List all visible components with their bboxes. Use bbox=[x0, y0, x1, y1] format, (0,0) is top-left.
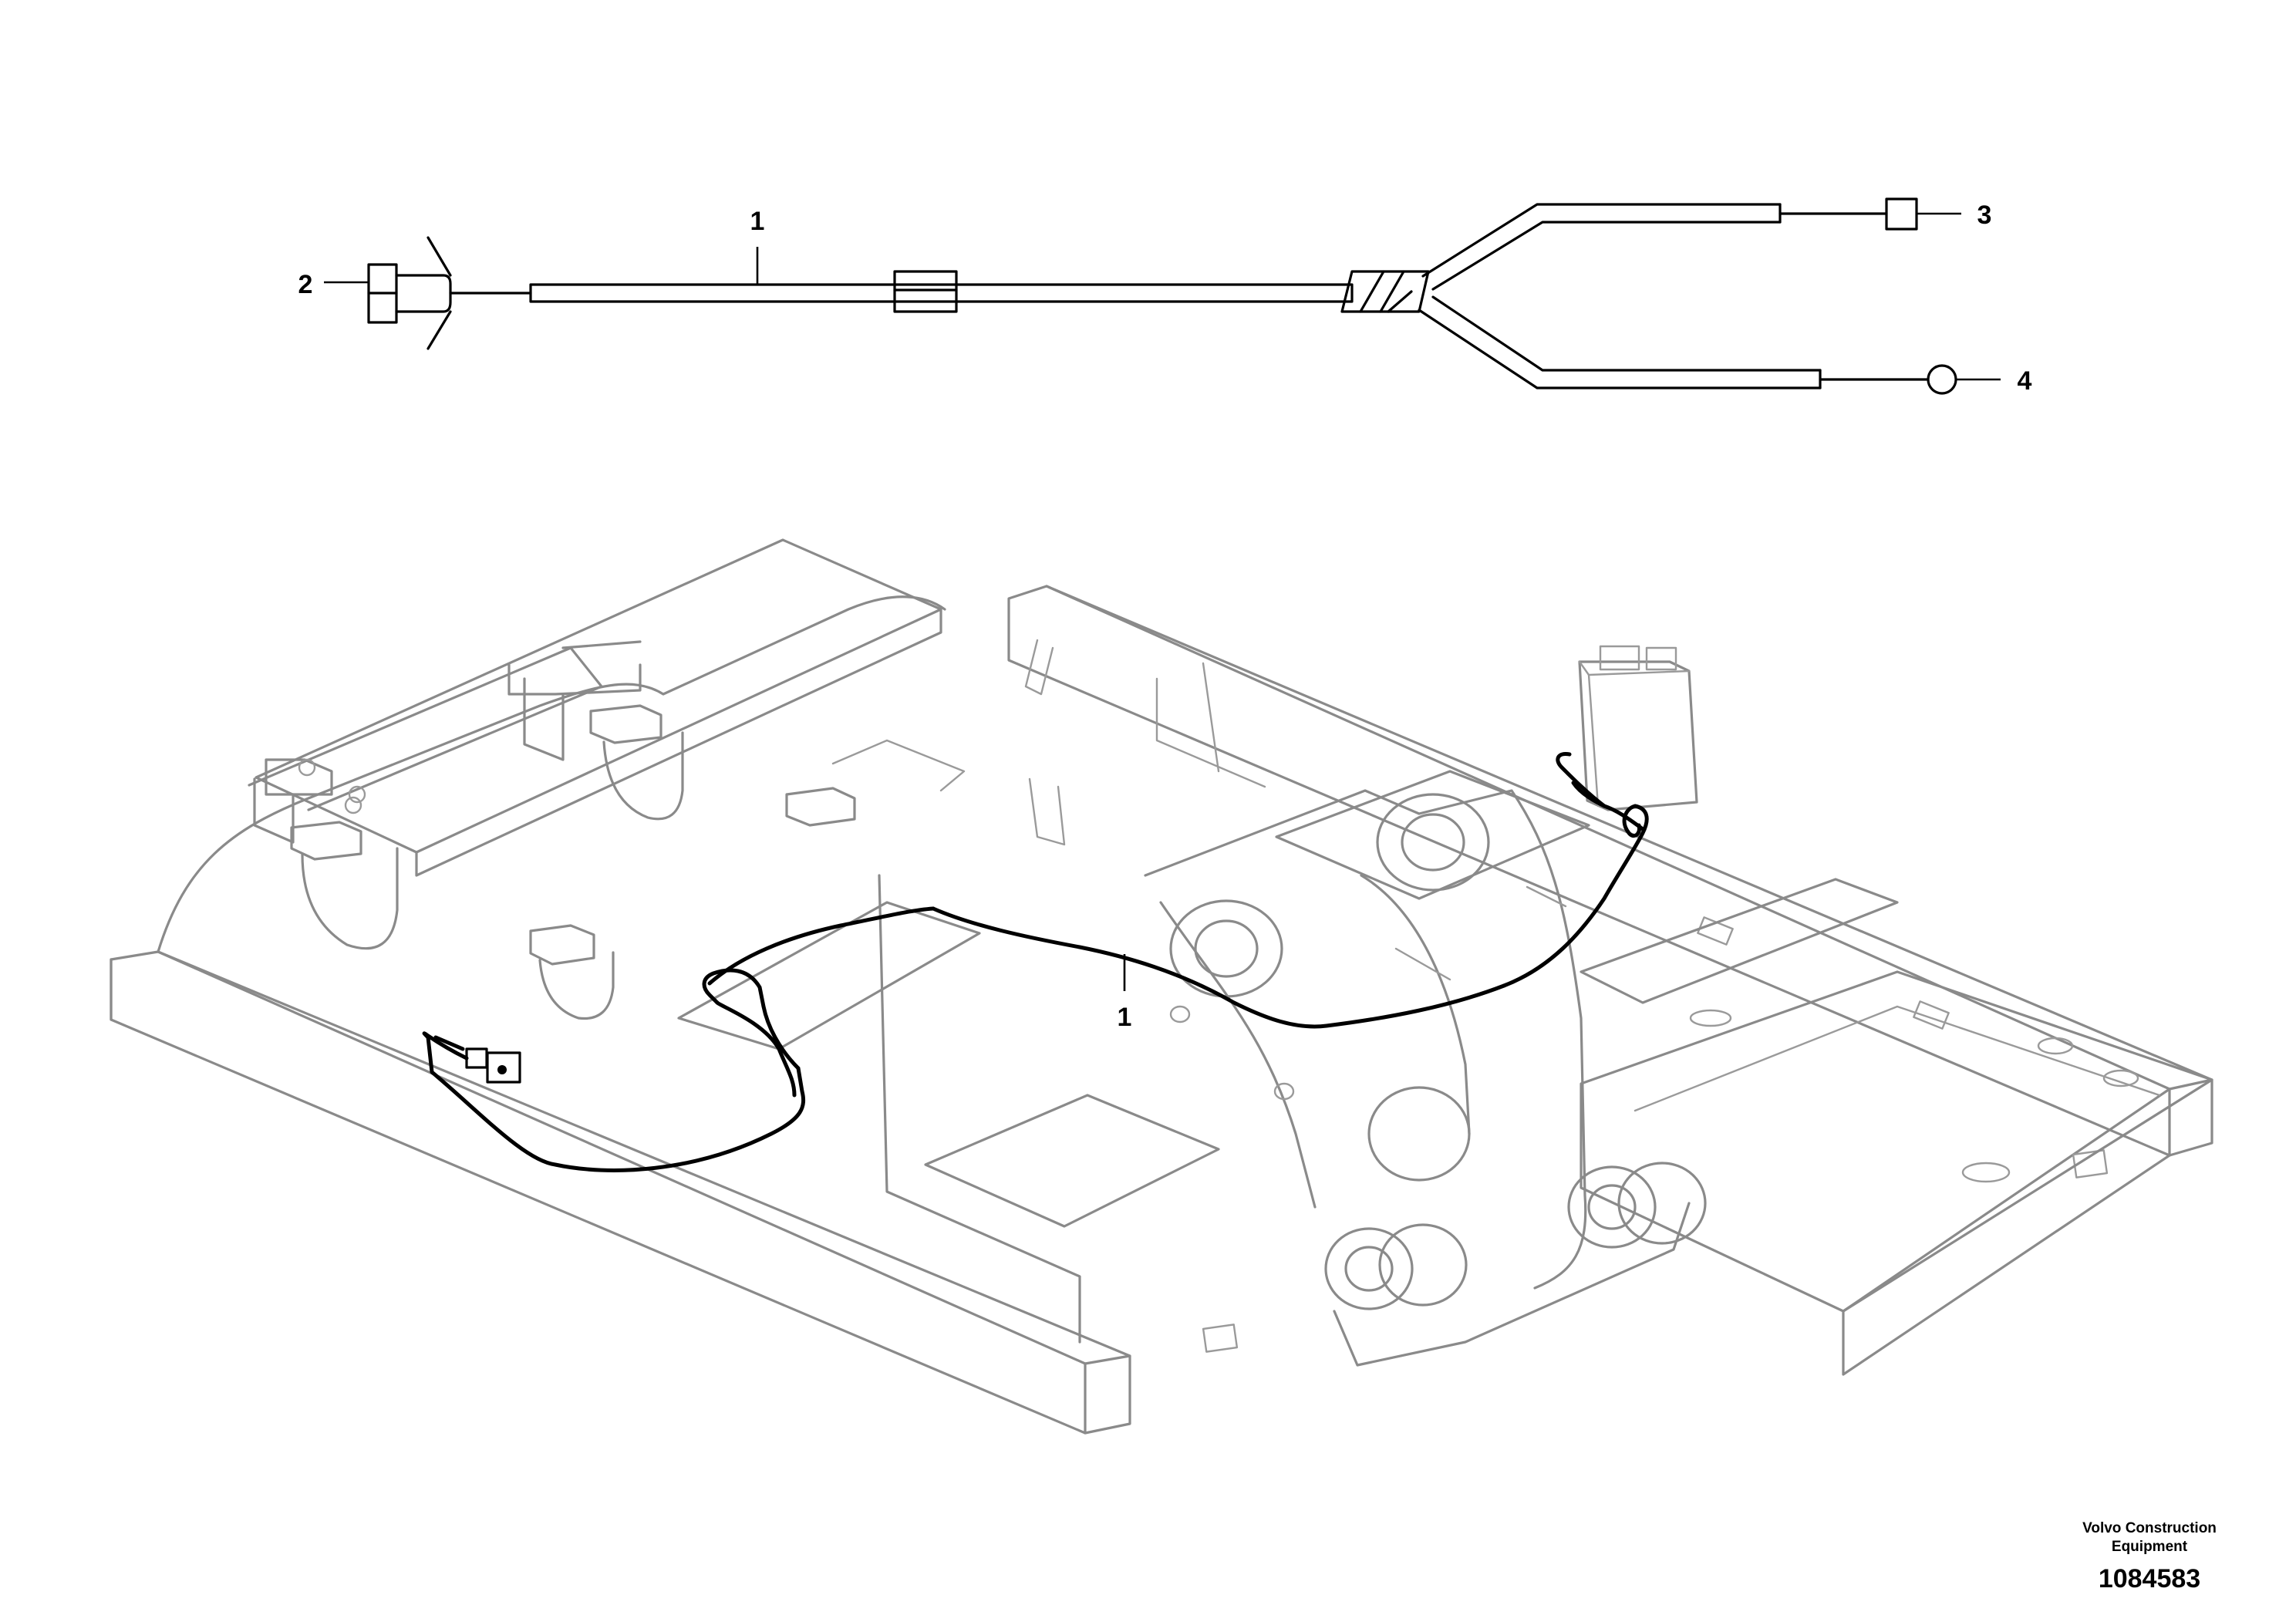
control-unit bbox=[1578, 645, 1698, 811]
drawing-number: 1084583 bbox=[2098, 1564, 2201, 1593]
boom-bracket bbox=[878, 789, 1707, 1367]
harness-schematic: 1 2 3 4 bbox=[298, 197, 2032, 396]
machine-frame: 1 bbox=[110, 538, 2213, 1435]
branch-to-terminal-3 bbox=[1421, 197, 1918, 291]
callout-3: 3 bbox=[1977, 201, 1992, 230]
harness-1-installed bbox=[422, 751, 1649, 1172]
callout-1-top: 1 bbox=[750, 207, 765, 236]
harness-1-cable bbox=[529, 270, 1430, 313]
square-terminal-3-icon bbox=[1885, 197, 1918, 231]
callout-2: 2 bbox=[298, 270, 313, 299]
callout-4: 4 bbox=[2018, 366, 2032, 396]
mount-blocks bbox=[265, 640, 856, 1020]
callout-1-frame: 1 bbox=[1118, 1003, 1132, 1032]
company-credit: Volvo Construction Equipment bbox=[2082, 1520, 2217, 1555]
rear-frame-details bbox=[831, 639, 1567, 981]
solenoid-connector bbox=[465, 1047, 521, 1084]
round-terminal-4-icon bbox=[1927, 364, 1957, 395]
connector-2-symbol bbox=[367, 236, 532, 350]
branch-to-terminal-4 bbox=[1418, 295, 1957, 395]
